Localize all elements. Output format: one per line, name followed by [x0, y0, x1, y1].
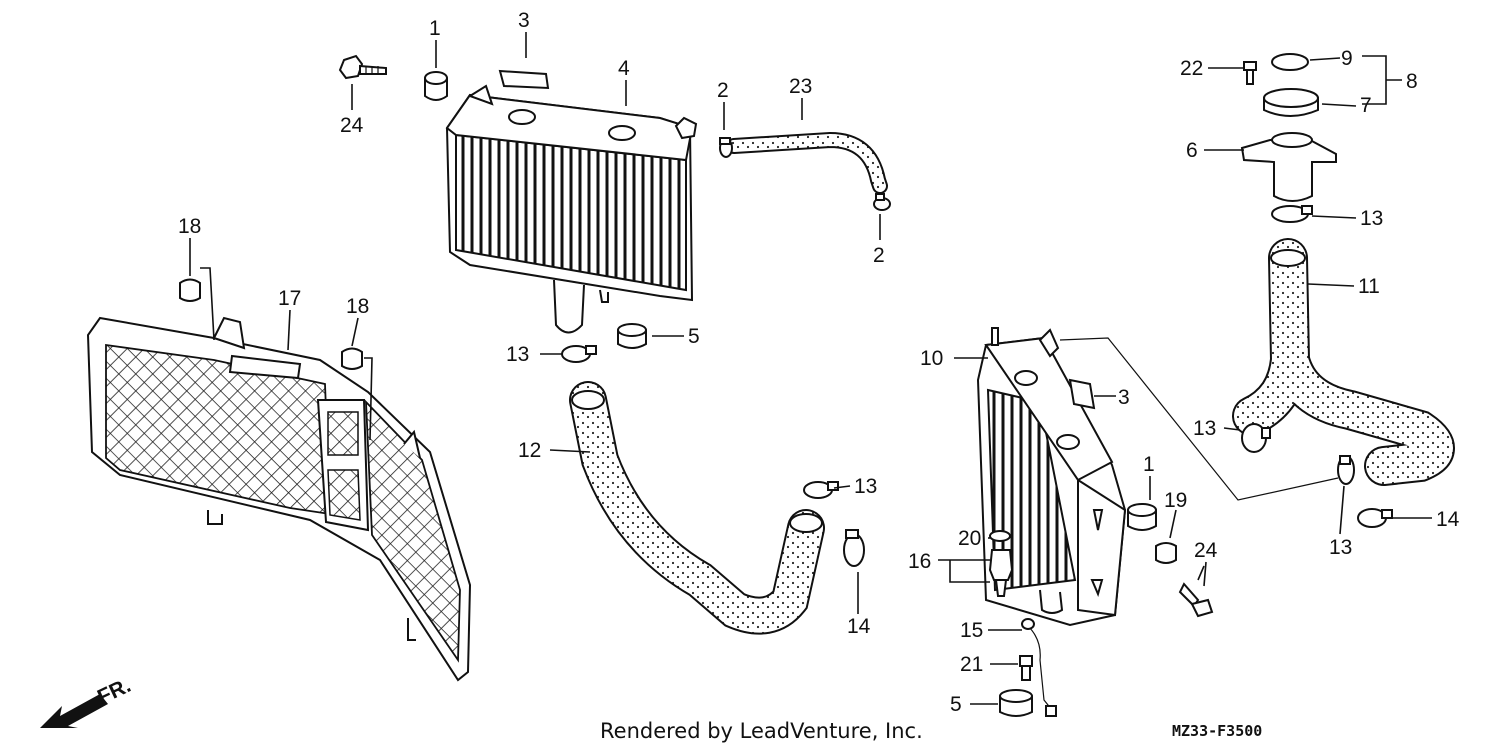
callout-17: 17 [278, 287, 301, 310]
callout-13-e: 13 [1329, 536, 1352, 559]
callout-numbers: 1 3 4 2 23 24 2 18 17 18 13 5 12 13 14 2… [178, 9, 1460, 716]
part-9-o-ring [1271, 53, 1309, 71]
callout-16: 16 [908, 550, 931, 573]
part-18-grommet-a [179, 278, 201, 302]
part-20-o-ring [989, 530, 1011, 542]
lower-radiator [976, 327, 1127, 627]
leader-lines [189, 32, 1432, 705]
part-3-pad-lower [1068, 378, 1096, 410]
callout-12: 12 [518, 439, 541, 462]
callout-11: 11 [1358, 275, 1380, 298]
part-21-bolt [1019, 655, 1033, 681]
callout-19: 19 [1164, 489, 1187, 512]
callout-9: 9 [1341, 47, 1353, 70]
callout-18-b: 18 [346, 295, 369, 318]
part-23-hose [726, 131, 888, 194]
diagram-code: MZ33-F3500 [1172, 722, 1262, 740]
part-6-filler-neck [1240, 132, 1337, 202]
callout-1-upper: 1 [429, 17, 441, 40]
callout-20: 20 [958, 527, 981, 550]
part-13-clamp-a [561, 345, 597, 363]
part-2-clamp-a [719, 137, 733, 158]
callout-4: 4 [618, 57, 630, 80]
part-2-clamp-b [873, 193, 891, 211]
callout-3-lower: 3 [1118, 386, 1130, 409]
part-5-grommet-upper [617, 323, 647, 349]
callout-14-b: 14 [1436, 508, 1460, 531]
part-24-bolt-lower [1178, 582, 1214, 618]
callout-13-d: 13 [1193, 417, 1216, 440]
callout-2-a: 2 [717, 79, 729, 102]
callout-15: 15 [960, 619, 983, 642]
callout-2-b: 2 [873, 244, 885, 267]
part-14-clamp-b [1357, 508, 1393, 528]
callout-13-a: 13 [506, 343, 529, 366]
footer-credit: Rendered by LeadVenture, Inc. [600, 719, 923, 743]
part-13-clamp-d [1241, 423, 1271, 453]
callout-5-lower: 5 [950, 693, 962, 716]
part-15-thermo-sensor [1021, 618, 1057, 717]
callout-6: 6 [1186, 139, 1198, 162]
part-16-fan-switch [988, 549, 1014, 597]
callout-3-upper: 3 [518, 9, 530, 32]
part-13-clamp-c [1271, 205, 1313, 223]
part-17-radiator-shroud [86, 316, 472, 682]
callout-24-upper: 24 [340, 114, 364, 137]
callout-23: 23 [789, 75, 812, 98]
reference-outline [1059, 337, 1339, 501]
part-7-radiator-cap [1263, 88, 1319, 117]
part-13-clamp-e [1337, 455, 1355, 485]
part-12-hose [569, 381, 825, 635]
callout-14-a: 14 [847, 615, 871, 638]
front-direction-arrow: FR. [40, 674, 134, 728]
callout-22: 22 [1180, 57, 1203, 80]
part-1-bushing-upper [424, 71, 448, 101]
part-13-clamp-b [803, 481, 839, 499]
part-18-grommet-b [341, 347, 363, 370]
part-22-screw [1243, 61, 1257, 85]
callout-18-a: 18 [178, 215, 201, 238]
part-3-pad-upper [498, 69, 550, 90]
callout-5-upper: 5 [688, 325, 700, 348]
callout-13-b: 13 [854, 475, 877, 498]
callout-13-c: 13 [1360, 207, 1383, 230]
part-1-bushing-lower [1127, 503, 1157, 531]
callout-21: 21 [960, 653, 983, 676]
callout-7: 7 [1360, 94, 1372, 117]
part-5-grommet-lower [999, 689, 1033, 717]
callout-1-lower: 1 [1143, 453, 1155, 476]
part-11-hose [1232, 238, 1455, 486]
part-14-clamp-a [843, 529, 865, 567]
callout-10: 10 [920, 347, 943, 370]
part-19-collar [1155, 542, 1177, 564]
callout-8: 8 [1406, 70, 1418, 93]
callout-24-lower: 24 [1194, 539, 1218, 562]
upper-radiator [445, 84, 698, 334]
part-24-bolt-upper [338, 54, 387, 80]
